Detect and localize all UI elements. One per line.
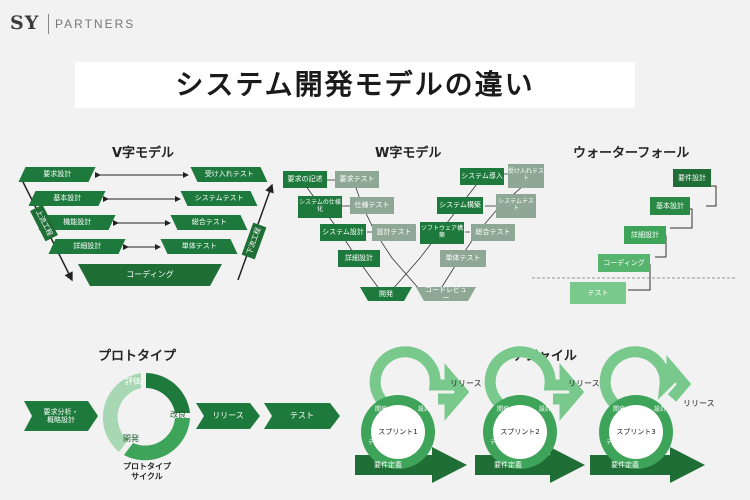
page-title: システム開発モデルの違い — [175, 68, 535, 101]
sprint-2-release: リリース — [568, 379, 600, 388]
waterfall-step-1: 要件設計 — [673, 169, 711, 187]
sprint-1-label: スプリント1 — [378, 427, 418, 436]
w-integration-test: 総合テスト — [471, 224, 515, 241]
sprint-1-test: テスト — [367, 438, 386, 446]
sprint-1-req: 要件定義 — [374, 460, 402, 469]
w-system-spec: システムの仕様化 — [298, 196, 342, 218]
proto-dev-label: 開発 — [123, 434, 139, 444]
w-system-test: システムテスト — [496, 194, 536, 218]
w-req-desc: 要求の記述 — [283, 171, 327, 188]
sprint-2-req: 要件定義 — [494, 460, 522, 469]
waterfall-title: ウォーターフォール — [573, 146, 690, 161]
w-design-test: 設計テスト — [372, 224, 416, 241]
proto-test-label: テスト — [290, 411, 314, 421]
sprint-3-design: 設計 — [653, 405, 666, 413]
proto-start-label: 要求分析・ 概略設計 — [43, 407, 79, 424]
title-background — [75, 62, 635, 108]
waterfall-step-3: 詳細設計 — [624, 226, 666, 244]
sprint-1-dev: 開発 — [374, 405, 387, 413]
sprint-3-release: リリース — [683, 399, 715, 408]
proto-cycle-caption: プロトタイプ サイクル — [123, 462, 171, 482]
w-software-build: ソフトウェア構築 — [420, 222, 464, 244]
proto-release-label: リリース — [212, 411, 244, 421]
w-unit-test: 単体テスト — [440, 250, 486, 267]
w-req-test: 要求テスト — [335, 171, 379, 188]
w-review-label: コードレビュー — [425, 285, 467, 302]
proto-improve-label: 改良 — [170, 410, 186, 420]
logo-divider — [48, 14, 49, 34]
w-system-install: システム導入 — [460, 168, 504, 185]
w-system-design: システム設計 — [320, 224, 366, 241]
w-system-build: システム構築 — [437, 197, 483, 214]
sprint-1-design: 設計 — [417, 405, 430, 413]
sprint-2-label: スプリント2 — [500, 427, 540, 436]
w-model-title: W字モデル — [375, 146, 442, 161]
sprint-3-req: 要件定義 — [611, 460, 639, 469]
w-dev-label: 開発 — [379, 289, 393, 298]
sprint-1-release: リリース — [450, 379, 482, 388]
sprint-3-label: スプリント3 — [616, 427, 656, 436]
brand-logo: SY — [10, 12, 40, 34]
proto-eval-label: 評価 — [125, 377, 141, 387]
v-coding-label: コーディング — [126, 270, 174, 280]
sprint-3-dev: 開発 — [612, 405, 625, 413]
sprint-3-test: テスト — [605, 438, 624, 446]
sprint-2-test: テスト — [489, 438, 508, 446]
prototype-title: プロトタイプ — [98, 349, 177, 364]
sprint-2-design: 設計 — [538, 405, 551, 413]
waterfall-step-2: 基本設計 — [650, 197, 690, 215]
w-acceptance-test: 受け入れテスト — [508, 164, 544, 188]
v-model-title: V字モデル — [112, 146, 175, 161]
waterfall-step-5: テスト — [570, 282, 626, 304]
w-spec-test: 仕様テスト — [350, 197, 394, 214]
w-detail-design: 詳細設計 — [338, 250, 380, 267]
sprint-2-dev: 開発 — [496, 405, 509, 413]
waterfall-step-4: コーディング — [598, 254, 650, 272]
brand-subtitle: PARTNERS — [55, 17, 136, 31]
